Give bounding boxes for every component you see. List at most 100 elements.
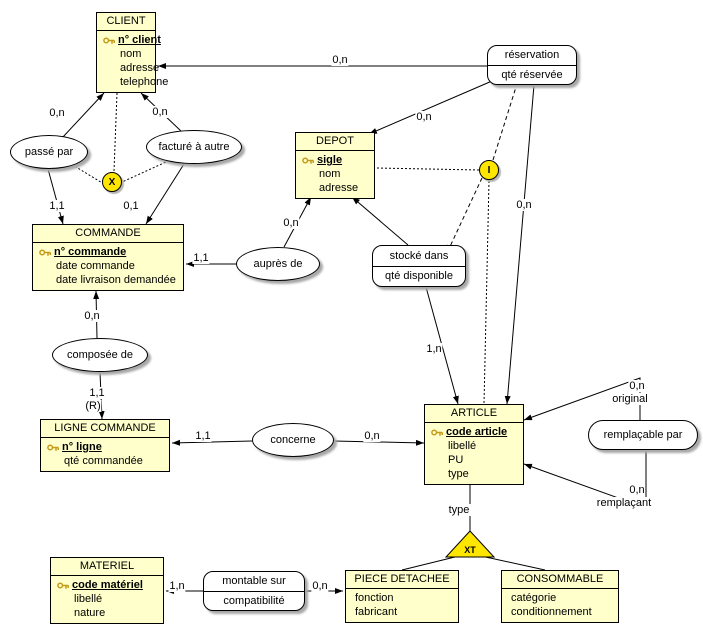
entity-commande[interactable]: COMMANDE n° commande date commande date … (32, 224, 184, 291)
entity-ligne-commande[interactable]: LIGNE COMMANDE n° ligne qté commandée (40, 419, 170, 472)
relation-reservation[interactable]: réservation qté réservée (487, 45, 577, 85)
relation-attribute: qté réservée (488, 64, 576, 85)
entity-piece-detachee[interactable]: PIECE DETACHEE fonction fabricant (345, 570, 459, 623)
role-original: original (611, 393, 649, 405)
relation-name: remplaçable par (603, 429, 683, 441)
card-materiel-montable: 1,n (168, 580, 186, 592)
relation-name: passé par (24, 146, 74, 158)
link-passe-par-client (61, 92, 105, 139)
attr: adresse (319, 182, 359, 194)
key-icon (57, 581, 69, 590)
card-remplacable-remplacant: 0,n (628, 484, 646, 496)
card-client-passe-par: 0,n (48, 107, 66, 119)
relation-montable-sur[interactable]: montable sur compatibilité (203, 571, 305, 611)
relation-name: auprès de (253, 258, 303, 270)
relation-remplacable-par[interactable]: remplaçable par (588, 420, 698, 450)
relation-attribute: compatibilité (204, 590, 304, 611)
relation-facture-a-autre[interactable]: facturé à autre (146, 130, 242, 164)
relation-stocke-dans[interactable]: stocké dans qté disponible (372, 245, 466, 287)
attr-identifier: sigle (300, 153, 370, 167)
entity-title: CONSOMMABLE (502, 571, 618, 589)
constraint-inclusion[interactable]: I (479, 160, 499, 180)
entity-title: PIECE DETACHEE (346, 571, 458, 589)
link-reservation-article (504, 84, 535, 405)
card-remplacable-original: 0,n (628, 380, 646, 392)
entity-title: MATERIEL (51, 558, 163, 576)
card-article-concerne: 0,n (363, 430, 381, 442)
entity-materiel[interactable]: MATERIEL code matériel libellé nature (50, 557, 164, 624)
key-icon (431, 428, 443, 437)
key-icon (103, 36, 115, 45)
attr-label: sigle (317, 154, 343, 166)
relation-passe-par[interactable]: passé par (10, 135, 88, 169)
attr-label: code matériel (72, 579, 143, 591)
attr: nom (120, 48, 142, 60)
link-concerne-article (333, 439, 425, 446)
attr-label: code article (446, 426, 508, 438)
link-xt-piece-detachee (401, 555, 460, 571)
attr-label: n° client (118, 34, 161, 46)
link-concerne-ligne (171, 439, 253, 446)
constraint-letter: I (487, 164, 491, 176)
constraint-link-i-article (483, 180, 490, 405)
constraint-letter: X (108, 176, 116, 188)
key-icon (39, 248, 51, 257)
relation-name: composée de (66, 349, 134, 361)
card-ligne-composee-de: 1,1 (88, 387, 106, 399)
card-depot-reservation: 0,n (415, 111, 433, 123)
entity-title: ARTICLE (425, 405, 523, 423)
attr: nom (319, 168, 341, 180)
attr-identifier: n° ligne (45, 440, 165, 454)
relation-name: stocké dans (389, 249, 449, 262)
attr: catégorie (511, 592, 557, 604)
link-facture-commande (145, 163, 185, 225)
link-passe-par-commande (47, 168, 64, 225)
link-stocke-dans-depot (351, 196, 409, 246)
attr-label: n° commande (54, 246, 127, 258)
relation-name: montable sur (222, 575, 286, 588)
attr: fonction (355, 592, 394, 604)
link-remplacable-original (523, 377, 641, 421)
card-commande-facture: 0,1 (122, 200, 140, 212)
entity-article[interactable]: ARTICLE code article libellé PU type (424, 404, 524, 485)
constraint-link-i-stocke-dans (446, 177, 483, 254)
entity-client[interactable]: CLIENT n° client nom adresse telephone (96, 12, 168, 93)
attr-identifier: code matériel (55, 578, 159, 592)
card-commande-composee-de: 0,n (83, 310, 101, 322)
constraint-exclusion[interactable]: X (102, 172, 122, 192)
constraint-link-x-passe-par (75, 166, 105, 185)
entity-title: COMMANDE (33, 225, 183, 243)
attr: conditionnement (511, 606, 592, 618)
card-ligne-concerne: 1,1 (194, 430, 212, 442)
card-depot-aupres-de: 0,n (282, 217, 300, 229)
entity-consommable[interactable]: CONSOMMABLE catégorie conditionnement (501, 570, 619, 623)
attr-identifier: n° client (101, 33, 161, 47)
card-article-reservation: 0,n (515, 199, 533, 211)
attr-label: n° ligne (62, 441, 102, 453)
link-xt-consommable (480, 555, 546, 571)
constraint-partition-label: XT (464, 545, 476, 555)
card-piece-montable: 0,n (311, 580, 329, 592)
key-icon (47, 443, 59, 452)
entity-title: LIGNE COMMANDE (41, 420, 169, 438)
relation-composee-de[interactable]: composée de (52, 338, 148, 372)
relation-concerne[interactable]: concerne (252, 423, 334, 457)
relation-name: concerne (270, 434, 316, 446)
attr: libellé (448, 440, 477, 452)
entity-depot[interactable]: DEPOT sigle nom adresse (295, 132, 375, 199)
key-icon (302, 156, 314, 165)
relation-aupres-de[interactable]: auprès de (236, 247, 320, 281)
relation-name: facturé à autre (158, 141, 230, 153)
card-article-stocke-dans: 1,n (425, 343, 443, 355)
attr: type (448, 468, 469, 480)
attr-identifier: code article (429, 425, 519, 439)
role-type: type (447, 504, 471, 516)
link-reservation-depot (368, 80, 493, 135)
attr: fabricant (355, 606, 398, 618)
card-client-reservation: 0,n (331, 54, 349, 66)
attr: date commande (56, 260, 135, 272)
attr: PU (448, 454, 464, 466)
xt-triangle-icon[interactable] (444, 530, 496, 558)
